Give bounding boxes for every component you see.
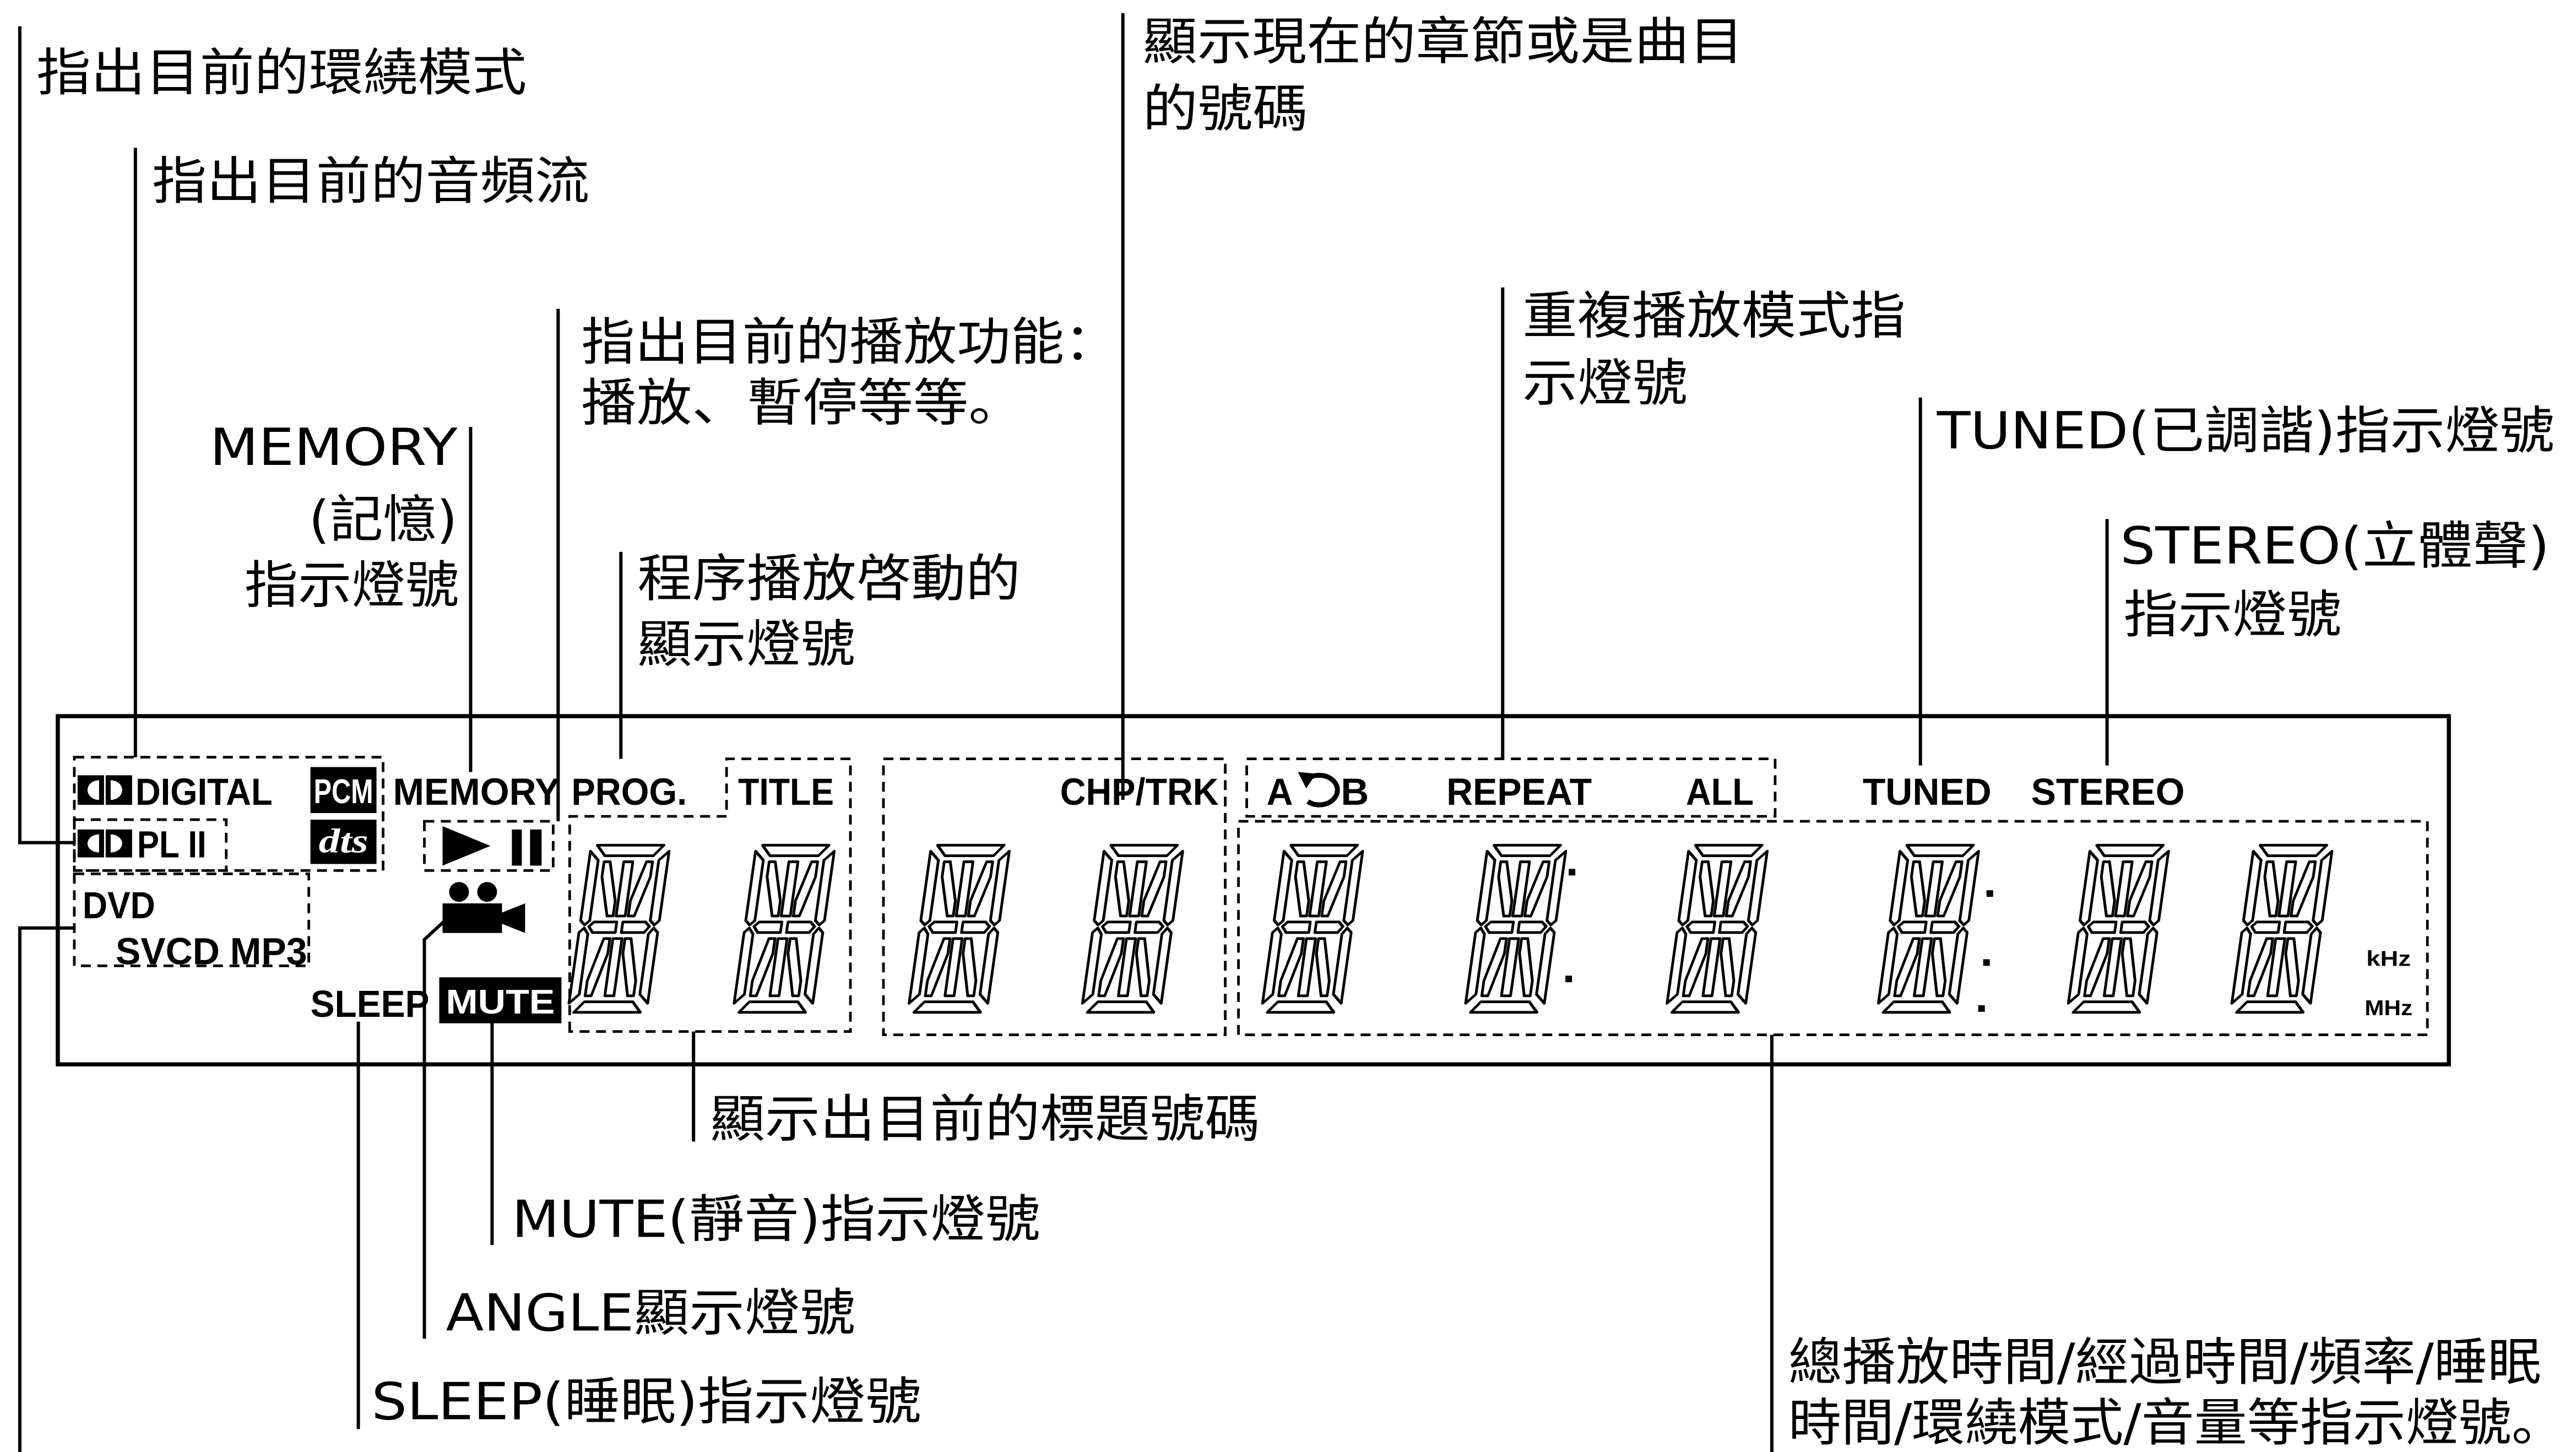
callout-program-line2: 顯示燈號: [637, 615, 855, 674]
colon-dot: [1983, 959, 1990, 966]
mute-badge: [439, 977, 562, 1023]
tuned-indicator: TUNED: [1863, 771, 1992, 813]
callout-mute: MUTE(靜音)指示燈號: [512, 1190, 1040, 1249]
time-group-box: [1237, 820, 2429, 1036]
camera-reel-right: [477, 882, 497, 902]
time-digit-2: [1465, 845, 1567, 1012]
callout-stereo-line2: 指示燈號: [2124, 585, 2342, 644]
callout-memory-line3: 指示燈號: [245, 556, 459, 615]
callout-time-display-line1: 總播放時間/經過時間/頻率/睡眠: [1788, 1332, 2541, 1392]
callout-sleep: SLEEP(睡眠)指示燈號: [372, 1372, 921, 1432]
colon-dot: [1569, 869, 1576, 876]
colon-dot: [1565, 976, 1572, 983]
chp-trk-indicator: CHP/TRK: [1060, 771, 1219, 813]
callout-surround-mode: 指出目前的環繞模式: [36, 43, 527, 102]
callout-memory-line2: (記憶): [309, 490, 458, 549]
dts-badge: [310, 819, 377, 864]
callout-angle: ANGLE顯示燈號: [446, 1283, 855, 1343]
callout-time-display-line2: 時間/環繞模式/音量等指示燈號。: [1788, 1393, 2564, 1452]
ab-repeat-a-label: A: [1267, 771, 1293, 813]
pcm-badge: [310, 767, 377, 814]
pl2-indicator: PL II: [137, 823, 207, 866]
dolby-d-left: [87, 780, 99, 800]
time-digit-6: [2231, 845, 2333, 1012]
angle-camera-icon: [442, 882, 525, 933]
prog-indicator: PROG.: [571, 771, 687, 813]
callout-play-function-line2: 播放、暫停等等。: [581, 373, 1023, 433]
callout-tuned: TUNED(已調諧)指示燈號: [1937, 401, 2555, 460]
dolby-d-right: [110, 834, 122, 853]
title-digit-1: [568, 845, 670, 1012]
play-icon: [442, 826, 491, 866]
callout-chapter-track-line2: 的號碼: [1143, 79, 1308, 139]
chapter-group-box: [882, 757, 1227, 1036]
ab-arrow-head: [1298, 772, 1316, 789]
callout-memory-line1: MEMORY: [210, 418, 458, 477]
repeat-indicator: REPEAT: [1446, 771, 1592, 813]
dts-indicator: dts: [319, 822, 368, 860]
callout-chapter-track-line1: 顯示現在的章節或是曲目: [1143, 12, 1744, 72]
pause-icon: [512, 829, 542, 866]
time-digit-1: [1261, 845, 1364, 1012]
leader-line-disc-type: [18, 926, 74, 1452]
leader-line-surround-mode: [18, 26, 74, 844]
sleep-indicator: SLEEP: [311, 983, 430, 1025]
callout-program-line1: 程序播放啓動的: [637, 549, 1021, 609]
play-pause-group-box: [423, 820, 555, 872]
chapter-digit-2: [1081, 845, 1184, 1012]
time-digit-3: [1666, 845, 1768, 1012]
callout-repeat-line2: 示燈號: [1522, 354, 1688, 413]
callout-repeat-line1: 重複播放模式指: [1522, 286, 1906, 346]
digital-indicator: DIGITAL: [135, 771, 273, 813]
repeat-group-box: [1245, 757, 1777, 818]
dolby-d-left: [87, 834, 99, 853]
ab-repeat-arrow-icon: [1298, 772, 1340, 808]
time-digit-4: [1877, 845, 1980, 1012]
camera-body: [442, 903, 502, 933]
title-group-box: [568, 757, 852, 1033]
callout-play-function-line1: 指出目前的播放功能：: [581, 312, 1118, 372]
colon-dot: [1986, 890, 1993, 897]
pause-bar-right: [530, 829, 542, 866]
pause-bar-left: [512, 829, 522, 866]
svcd-mp3-indicator: SVCD MP3: [116, 930, 307, 973]
ab-arrow-arc: [1306, 773, 1340, 808]
repeat-all-indicator: ALL: [1686, 771, 1754, 813]
dvd-indicator: DVD: [83, 884, 155, 927]
memory-indicator: MEMORY: [393, 771, 560, 813]
dolby-pl2-icon: [77, 829, 132, 858]
callout-title-number: 顯示出目前的標題號碼: [710, 1090, 1260, 1149]
title-digit-2: [733, 845, 835, 1012]
audio-format-group-box: [73, 756, 384, 872]
camera-reel-left: [449, 882, 469, 902]
leader-line-angle: [422, 918, 447, 1339]
ab-repeat-b-label: B: [1341, 771, 1369, 813]
display-panel-frame: [56, 714, 2451, 1066]
camera-lens: [500, 903, 525, 933]
mute-indicator: MUTE: [446, 983, 555, 1021]
title-indicator: TITLE: [738, 771, 834, 813]
dolby-digital-icon: [77, 775, 132, 805]
colon-dot: [1978, 1005, 1985, 1012]
mhz-indicator: MHz: [2365, 996, 2412, 1020]
dolby-d-right: [110, 780, 122, 800]
callout-audio-stream: 指出目前的音頻流: [152, 151, 589, 211]
time-digit-5: [2067, 845, 2170, 1012]
disc-type-group-box: [73, 872, 311, 967]
callout-stereo-line1: STEREO(立體聲): [2121, 516, 2550, 576]
khz-indicator: kHz: [2366, 947, 2411, 971]
chapter-digit-1: [908, 845, 1010, 1012]
stereo-indicator: STEREO: [2031, 771, 2185, 813]
pcm-indicator: PCM: [314, 772, 373, 811]
